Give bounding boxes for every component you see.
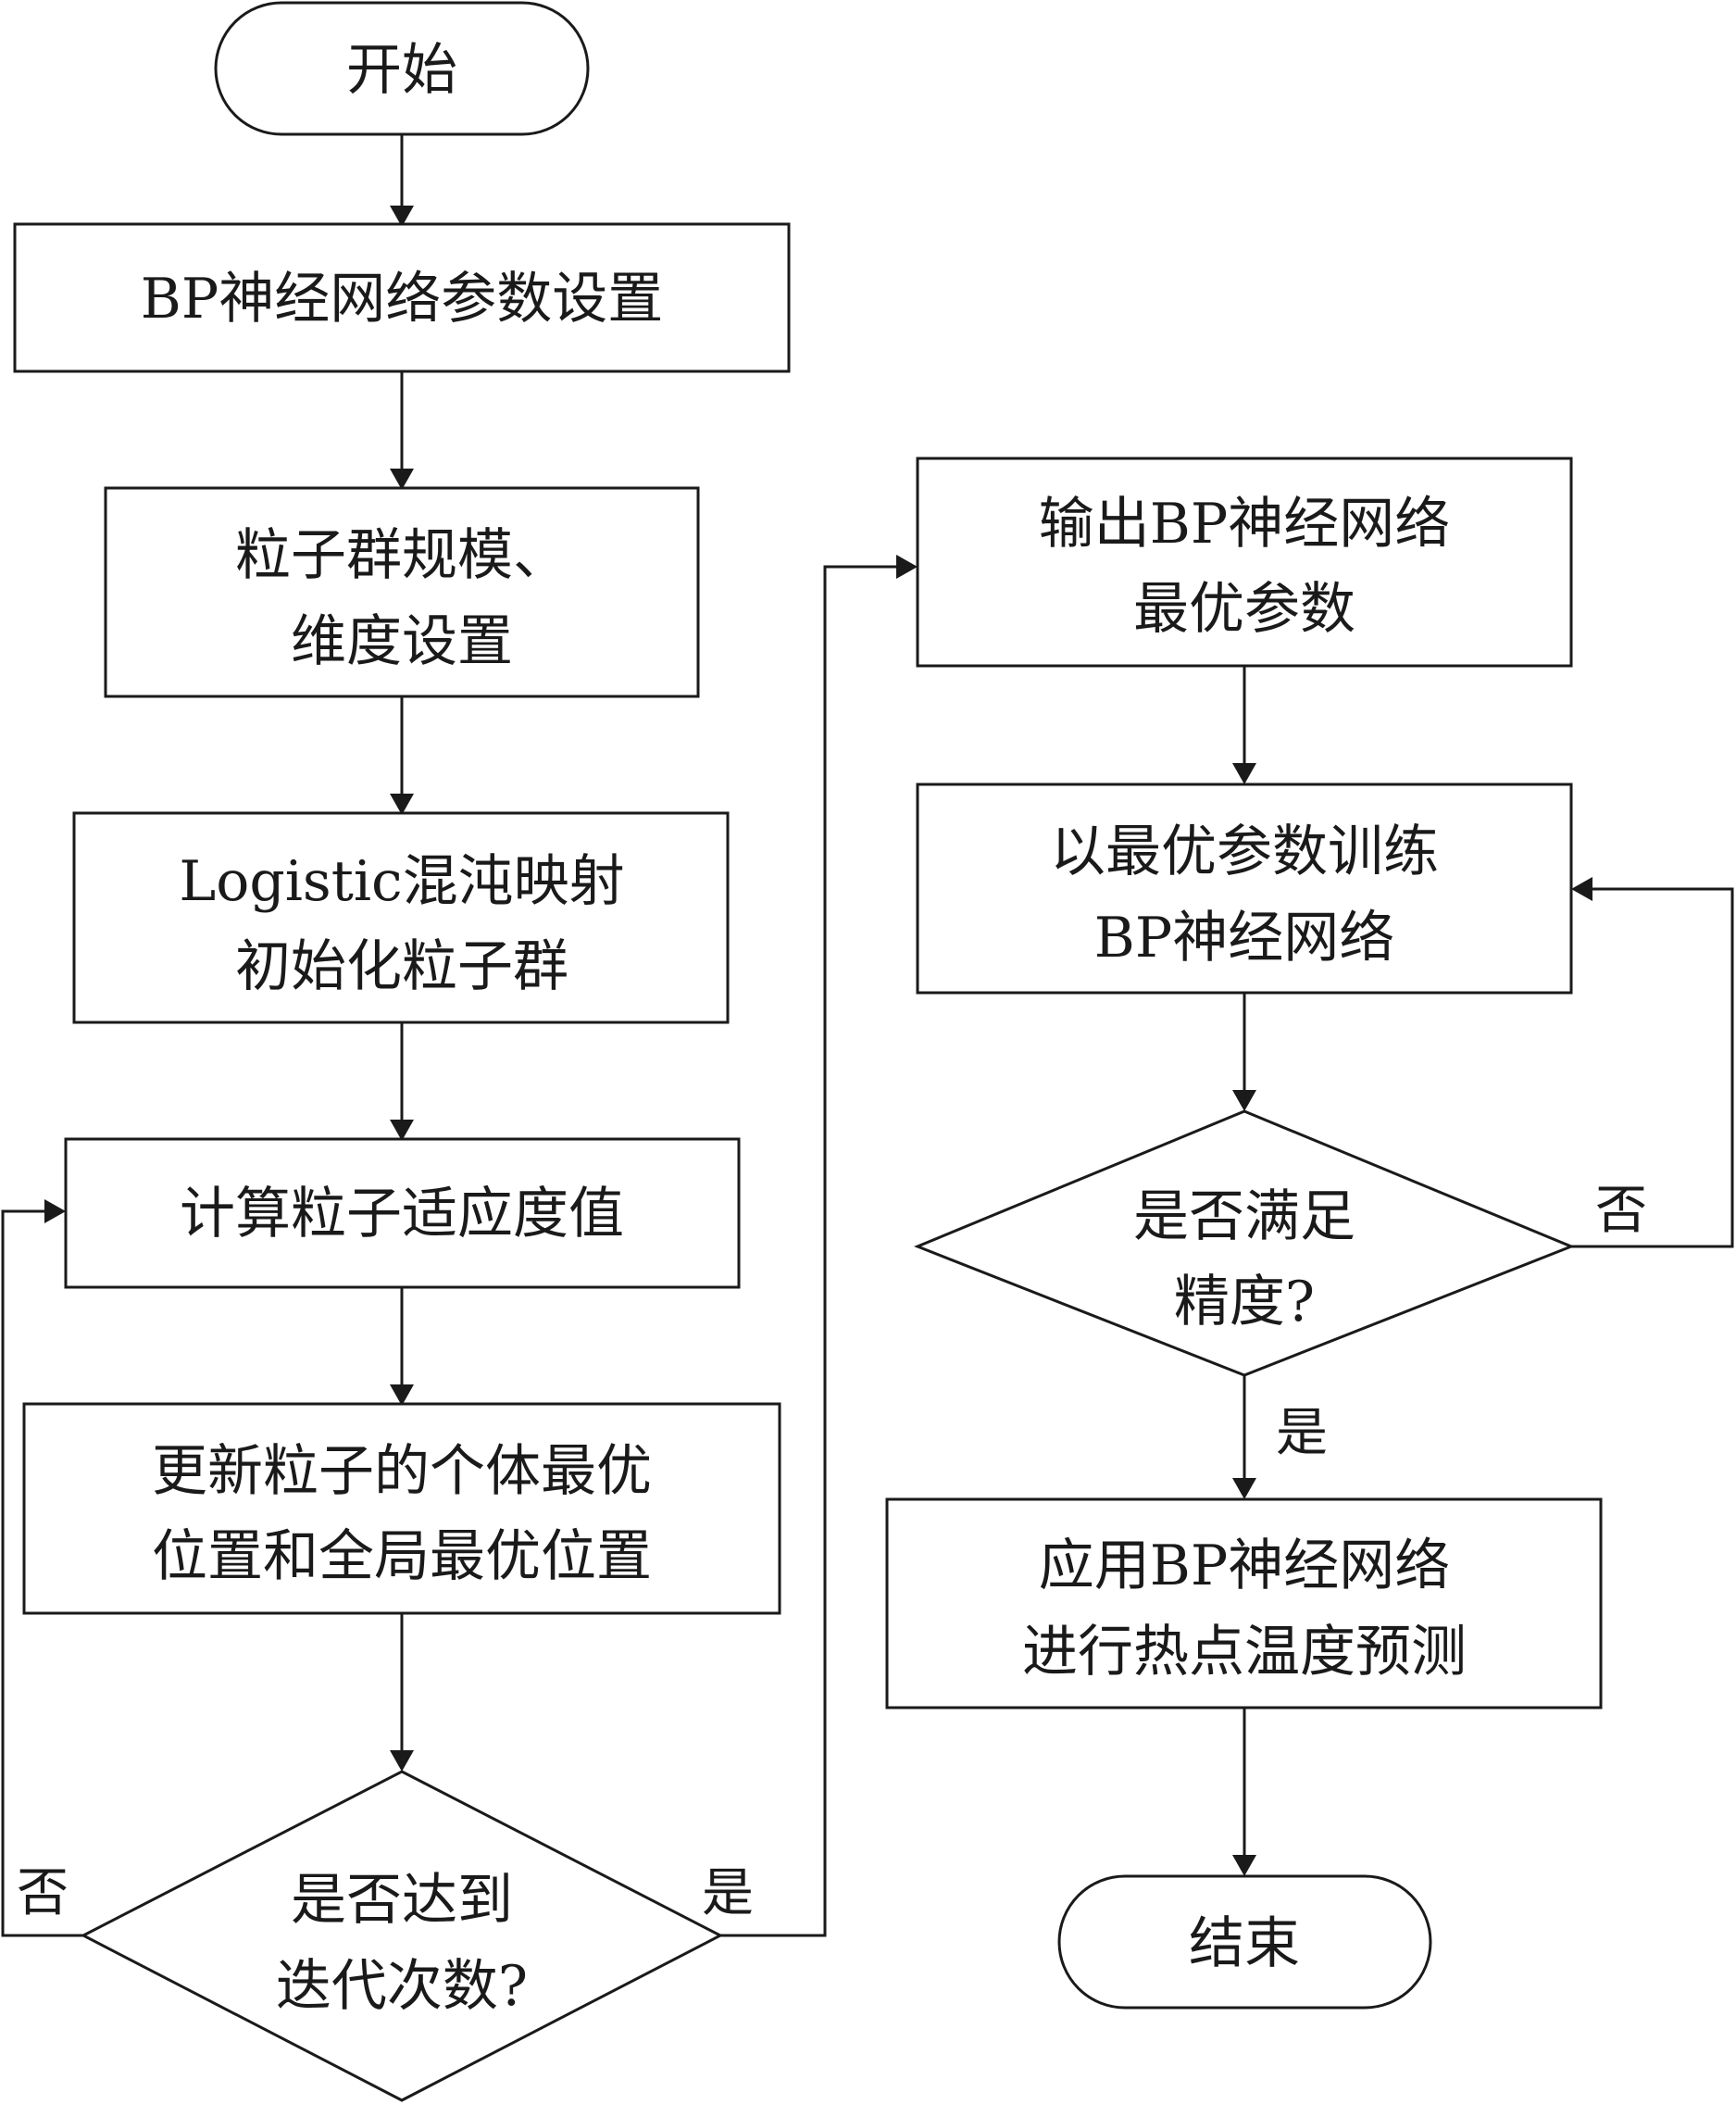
arrowhead — [896, 555, 918, 579]
apply-line2: 进行热点温度预测 — [1022, 1620, 1467, 1684]
chaos-init-line2: 初始化粒子群 — [235, 934, 568, 999]
arrowhead — [390, 206, 414, 227]
iteration-yes-label: 是 — [702, 1863, 754, 1923]
train-line1: 以最优参数训练 — [1050, 820, 1439, 884]
arrowhead — [390, 794, 414, 815]
fitness-label: 计算粒子适应度值 — [180, 1182, 624, 1246]
arrowhead — [390, 1384, 414, 1406]
arrowhead — [390, 1120, 414, 1141]
loop-back-connector — [1, 1209, 83, 1937]
yes-connector — [720, 565, 896, 1937]
bp-params-label: BP神经网络参数设置 — [141, 267, 663, 332]
start-node: 开始 — [214, 1, 590, 136]
arrowhead — [390, 1750, 414, 1772]
arrowhead — [1571, 877, 1592, 901]
apply-node: 应用BP神经网络 进行热点温度预测 — [885, 1497, 1603, 1710]
arrowhead — [390, 469, 414, 490]
swarm-setup-line2: 维度设置 — [291, 609, 513, 674]
end-label: 结束 — [1189, 1911, 1300, 1976]
apply-line1: 应用BP神经网络 — [1039, 1534, 1450, 1598]
iteration-no-label: 否 — [17, 1863, 69, 1923]
end-node: 结束 — [1057, 1874, 1432, 2010]
arrowhead — [1232, 1090, 1256, 1111]
accuracy-yes-label: 是 — [1276, 1403, 1328, 1463]
accuracy-decision-line2: 精度? — [1174, 1270, 1315, 1334]
arrowhead — [1232, 763, 1256, 784]
swarm-setup-line1: 粒子群规模、 — [235, 523, 568, 588]
accuracy-loop-connector — [1571, 887, 1734, 1248]
output-best-line1: 输出BP神经网络 — [1039, 492, 1450, 557]
bp-params-node: BP神经网络参数设置 — [13, 222, 791, 373]
arrowhead — [1232, 1478, 1256, 1499]
accuracy-decision-line1: 是否满足 — [1133, 1184, 1355, 1249]
iteration-decision-node: 是否达到 迭代次数? — [80, 1770, 724, 2102]
fitness-node: 计算粒子适应度值 — [64, 1137, 741, 1289]
train-line2: BP神经网络 — [1094, 906, 1394, 971]
output-best-line2: 最优参数 — [1133, 577, 1355, 642]
accuracy-no-label: 否 — [1595, 1181, 1647, 1241]
start-label: 开始 — [346, 38, 457, 103]
chaos-init-line1: Logistic混沌映射 — [179, 849, 624, 914]
train-node: 以最优参数训练 BP神经网络 — [916, 783, 1573, 995]
accuracy-decision-node: 是否满足 精度? — [913, 1109, 1576, 1377]
iteration-decision-line2: 迭代次数? — [276, 1954, 528, 2019]
iteration-decision-line1: 是否达到 — [291, 1868, 513, 1933]
arrowhead — [1232, 1855, 1256, 1876]
swarm-setup-node: 粒子群规模、 维度设置 — [104, 486, 700, 698]
update-line1: 更新粒子的个体最优 — [152, 1439, 652, 1504]
output-best-node: 输出BP神经网络 最优参数 — [916, 457, 1573, 668]
chaos-init-node: Logistic混沌映射 初始化粒子群 — [72, 811, 730, 1024]
update-line2: 位置和全局最优位置 — [152, 1524, 652, 1589]
update-node: 更新粒子的个体最优 位置和全局最优位置 — [22, 1402, 781, 1615]
arrowhead — [44, 1199, 66, 1223]
